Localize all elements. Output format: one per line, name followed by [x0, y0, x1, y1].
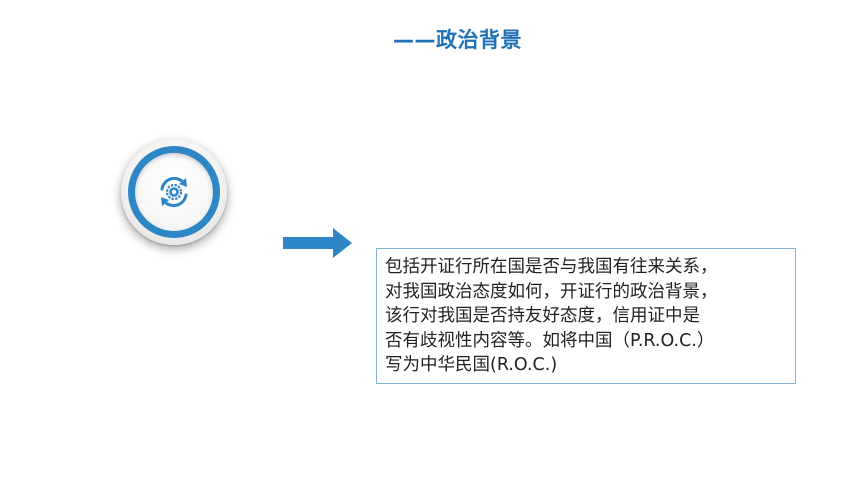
icon-badge-center: [135, 153, 213, 231]
gear-refresh-icon: [160, 176, 188, 208]
description-box: 包括开证行所在国是否与我国有往来关系， 对我国政治态度如何，开证行的政治背景， …: [376, 248, 796, 384]
icon-badge: [121, 139, 227, 245]
right-arrow-icon: [283, 228, 352, 258]
description-text: 包括开证行所在国是否与我国有往来关系， 对我国政治态度如何，开证行的政治背景， …: [385, 257, 718, 375]
icon-badge-ring: [128, 146, 220, 238]
slide-title: ——政治背景: [393, 28, 522, 52]
